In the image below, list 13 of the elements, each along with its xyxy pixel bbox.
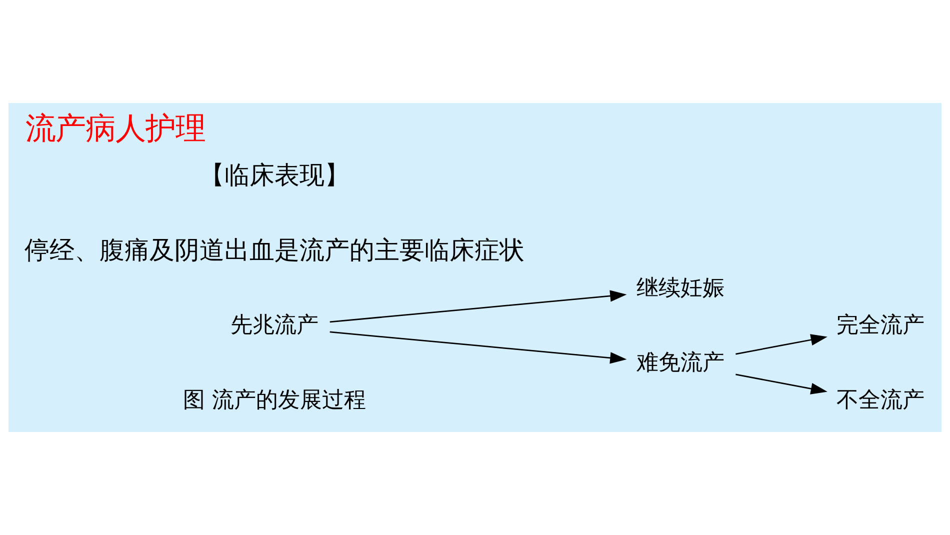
arrow: [330, 331, 627, 364]
caption: 图 流产的发展过程: [183, 386, 366, 413]
label: 【临床表现】: [200, 160, 350, 190]
node-text: 继续妊娠: [636, 274, 724, 301]
node-text: 难免流产: [636, 350, 724, 376]
label: 停经、腹痛及阴道出血是流产的主要临床症状: [24, 235, 525, 264]
diagram-title: 流产病人护理: [26, 111, 206, 146]
node-text: 完全流产: [836, 312, 925, 338]
arrow: [736, 334, 828, 355]
node-text: 先兆流产: [230, 312, 319, 338]
node-text: 不全流产: [836, 386, 925, 413]
arrow: [736, 374, 828, 394]
arrow: [330, 290, 627, 323]
